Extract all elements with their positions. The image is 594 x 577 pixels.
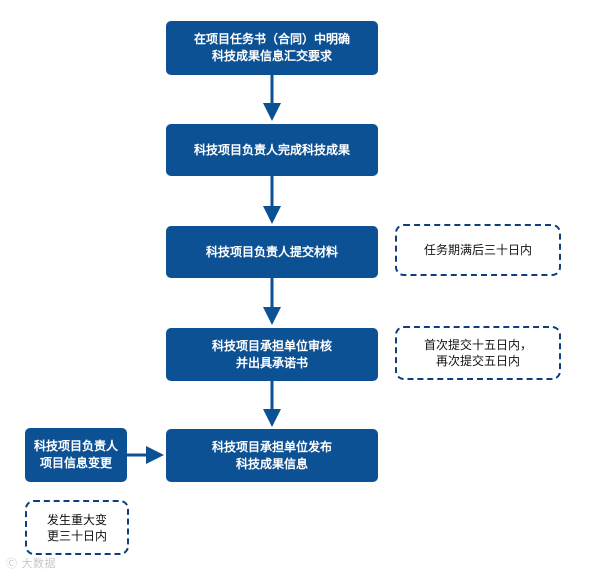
note-major-change-deadline: 发生重大变 更三十日内 <box>25 500 129 555</box>
flow-step-info-change: 科技项目负责人 项目信息变更 <box>25 428 127 482</box>
flow-step-submit-materials: 科技项目负责人提交材料 <box>166 226 378 278</box>
flow-step-publish-info: 科技项目承担单位发布 科技成果信息 <box>166 429 378 482</box>
flow-step-define-requirements: 在项目任务书（合同）中明确 科技成果信息汇交要求 <box>166 21 378 75</box>
flow-step-review-and-commit: 科技项目承担单位审核 并出具承诺书 <box>166 328 378 381</box>
note-submit-deadlines: 首次提交十五日内， 再次提交五日内 <box>395 326 561 380</box>
note-deadline-thirty-days: 任务期满后三十日内 <box>395 224 561 276</box>
flow-step-complete-results: 科技项目负责人完成科技成果 <box>166 124 378 176</box>
watermark: Ⓒ 大数据 <box>6 557 56 570</box>
